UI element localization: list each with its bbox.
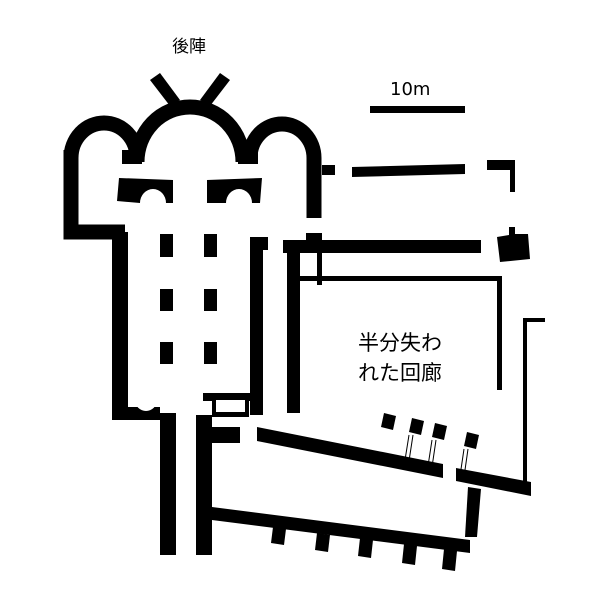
column [409,418,424,435]
north-wall [352,164,465,177]
colonnade-lines [404,434,469,478]
pier [204,234,217,257]
buttress [358,538,373,558]
left-apse-lobe [63,115,145,159]
corner-tower [497,227,530,262]
left-transept-wall [63,150,125,240]
east-wall-top [523,318,545,322]
column [381,413,396,430]
north-wall-stub [322,165,335,175]
transept-arch-left [117,178,173,203]
right-apse-lobe [242,116,322,218]
apse-label: 後陣 [172,37,206,57]
transept-arch-right [207,178,262,203]
south-cloister-wall [257,427,443,478]
pier [160,342,173,364]
buttress [315,533,330,552]
cloister-label-line2: れた回廊 [358,361,442,385]
buttress [271,527,286,545]
buttress [402,544,417,565]
scale-bar [370,106,465,113]
nave-wall-left [112,232,128,420]
cloister-inner-east [497,276,502,390]
narthex-wall-left [160,413,176,555]
cloister-top-wall [283,240,481,253]
right-transept-stub [250,237,268,250]
cloister-inner-stub [317,253,322,285]
cloister-label-line1: 半分失わ [358,331,442,355]
buttress [442,549,457,571]
column [464,432,479,449]
nave-wall-right [250,237,263,415]
pier [160,289,173,311]
apse-buttress-left [150,73,180,106]
main-apse [129,99,251,163]
column [432,423,447,440]
south-outer-wall [212,507,470,553]
scale-label: 10m [390,79,431,100]
apse-base-right [238,150,258,164]
narthex-wall-right [196,415,212,555]
cloister-top-block [306,233,322,253]
side-room-hole [216,400,245,412]
pier [204,289,217,311]
cloister-west-wall [287,253,300,413]
nave-bottom-left [112,407,160,420]
pier [160,234,173,257]
cloister-inner-line [300,276,502,281]
apse-base-left [122,150,142,164]
south-cross-wall [465,487,481,537]
east-wall [523,318,527,483]
nave-niche-hole [135,389,157,411]
side-bar [212,427,240,443]
north-corner [487,160,515,192]
south-cloister-wall-east [456,468,531,496]
apse-buttress-right [200,73,230,106]
cloister-label: 半分失わ れた回廊 [358,328,442,388]
pier [204,342,217,364]
